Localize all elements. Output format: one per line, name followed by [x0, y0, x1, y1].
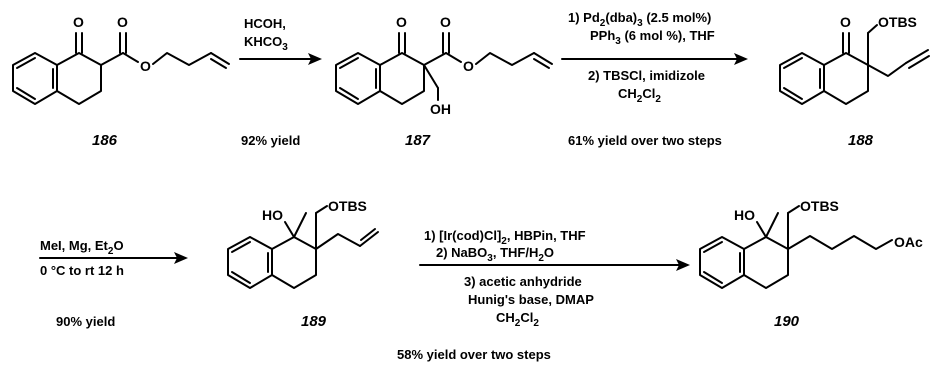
structure-187 — [335, 32, 553, 105]
structure-186 — [12, 32, 230, 105]
atom-otbs: OTBS — [878, 14, 917, 30]
compound-label-188: 188 — [848, 132, 874, 149]
compound-label-190: 190 — [774, 313, 800, 330]
step4-yield: 58% yield over two steps — [397, 347, 551, 362]
step2-reagent-3: 2) TBSCl, imidizole — [588, 68, 705, 83]
step1-reagent-2: KHCO3 — [244, 34, 288, 53]
step4-reagent-3: 3) acetic anhydride — [464, 274, 582, 289]
structure-189 — [227, 205, 379, 289]
step3-yield: 90% yield — [56, 314, 115, 329]
step2-reagent-1: 1) Pd2(dba)3 (2.5 mol%) — [568, 10, 711, 29]
atom-o: O — [396, 14, 407, 30]
atom-ho: HO — [734, 207, 755, 223]
atom-oh: OH — [430, 101, 451, 117]
step1-reagent-1: HCOH, — [244, 16, 286, 31]
atom-otbs: OTBS — [800, 198, 839, 214]
step2-reagent-2: PPh3 (6 mol %), THF — [590, 28, 715, 47]
atom-otbs: OTBS — [328, 198, 367, 214]
atom-o: O — [440, 14, 451, 30]
atom-o: O — [73, 14, 84, 30]
atom-oac: OAc — [894, 234, 923, 250]
step2-reagent-4: CH2Cl2 — [618, 86, 661, 105]
atom-o: O — [117, 14, 128, 30]
compound-label-187: 187 — [405, 132, 431, 149]
structure-188 — [779, 24, 930, 105]
step3-reagent-1: MeI, Mg, Et2O — [40, 238, 124, 257]
atom-o: O — [140, 58, 151, 74]
step3-reagent-2: 0 °C to rt 12 h — [40, 263, 124, 278]
step4-reagent-1: 1) [Ir(cod)Cl]2, HBPin, THF — [424, 228, 586, 247]
step4-reagent-4: Hunig's base, DMAP — [468, 292, 594, 307]
step1-yield: 92% yield — [241, 133, 300, 148]
atom-ho: HO — [262, 207, 283, 223]
compound-label-189: 189 — [301, 313, 327, 330]
atom-o: O — [463, 58, 474, 74]
atom-o: O — [840, 14, 851, 30]
structure-190 — [699, 205, 893, 289]
compound-label-186: 186 — [92, 132, 118, 149]
step2-yield: 61% yield over two steps — [568, 133, 722, 148]
step4-reagent-2: 2) NaBO3, THF/H2O — [436, 245, 554, 264]
step4-reagent-5: CH2Cl2 — [496, 310, 539, 329]
